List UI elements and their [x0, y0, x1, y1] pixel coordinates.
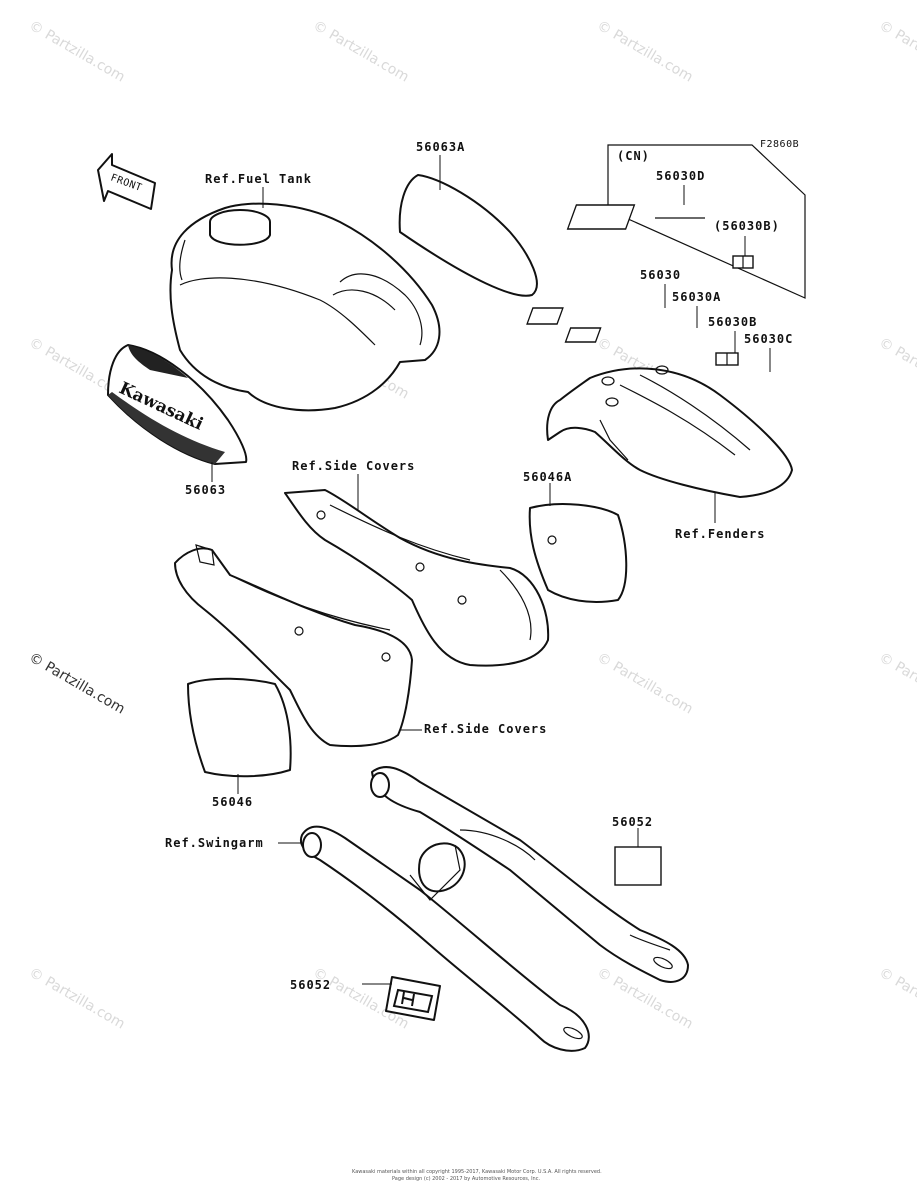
- copyright-line-1: Kawasaki materials within all copyright …: [352, 1169, 602, 1175]
- label-56052-right: 56052: [612, 815, 653, 829]
- cn-region-box: (CN) 56030D (56030B): [566, 144, 806, 299]
- watermark: © Partzilla.com: [876, 650, 917, 718]
- decal-56046: [187, 677, 292, 778]
- label-56063A: 56063A: [416, 140, 465, 154]
- label-56030A: 56030A: [672, 290, 721, 304]
- sticker-56030A: [564, 327, 602, 343]
- swingarm: [300, 766, 689, 1052]
- decal-56063A: [398, 174, 538, 297]
- fuel-tank: [169, 202, 441, 412]
- side-cover-lower: [174, 544, 413, 748]
- rear-fender: [546, 365, 793, 498]
- sticker-56052-right: [614, 846, 662, 886]
- front-arrow-icon: FRONT: [97, 153, 156, 210]
- watermark: © Partzilla.com: [876, 18, 917, 86]
- watermark: © Partzilla.com: [876, 335, 917, 403]
- watermark: © Partzilla.com: [310, 18, 412, 86]
- label-56030D: 56030D: [656, 169, 705, 183]
- watermark: © Partzilla.com: [26, 965, 128, 1033]
- watermark: © Partzilla.com: [594, 18, 696, 86]
- label-56030: 56030: [640, 268, 681, 282]
- copyright-line-2: Page design (c) 2002 - 2017 by Automotiv…: [392, 1176, 540, 1182]
- label-swingarm: Ref.Swingarm: [165, 836, 264, 850]
- watermark: © Partzilla.com: [594, 650, 696, 718]
- label-56030B: 56030B: [708, 315, 757, 329]
- cn-region-label: (CN): [617, 149, 650, 163]
- label-fenders: Ref.Fenders: [675, 527, 765, 541]
- label-56063: 56063: [185, 483, 226, 497]
- label-56046: 56046: [212, 795, 253, 809]
- side-cover-upper: [284, 489, 550, 667]
- label-56030C: 56030C: [744, 332, 793, 346]
- label-side-covers-bottom: Ref.Side Covers: [424, 722, 547, 736]
- label-56030B-paren: (56030B): [714, 219, 780, 233]
- watermark: © Partzilla.com: [876, 965, 917, 1033]
- sticker-56030: [526, 307, 564, 325]
- label-56052-left: 56052: [290, 978, 331, 992]
- sticker-56052-left: [385, 976, 441, 1021]
- figure-code: F2860B: [760, 139, 799, 150]
- decal-56046A: [528, 503, 628, 603]
- watermark-layer: © Partzilla.com © Partzilla.com © Partzi…: [26, 18, 917, 1033]
- label-56046A: 56046A: [523, 470, 572, 484]
- watermark-dark: © Partzilla.com: [26, 650, 128, 718]
- watermark: © Partzilla.com: [26, 18, 128, 86]
- label-side-covers-top: Ref.Side Covers: [292, 459, 415, 473]
- sticker-56030D: [566, 204, 636, 230]
- label-fuel-tank: Ref.Fuel Tank: [205, 172, 312, 186]
